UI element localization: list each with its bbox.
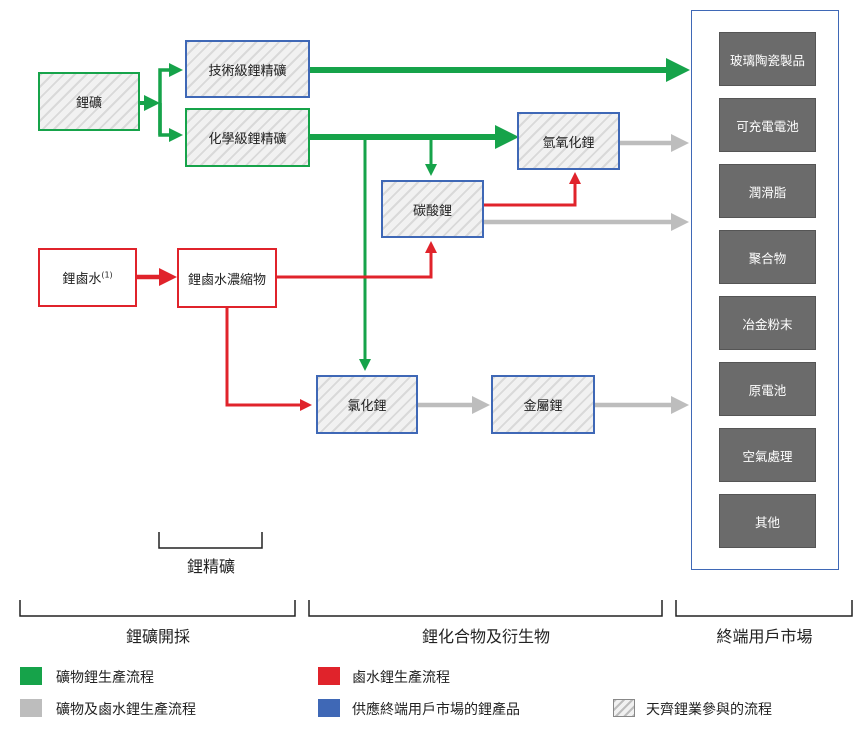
market-grease: 潤滑脂 <box>719 164 816 218</box>
node-chem-grade-concentrate: 化學級鋰精礦 <box>185 108 310 167</box>
bracket-concentrate <box>158 532 263 549</box>
market-rechargeable-batteries: 可充電電池 <box>719 98 816 152</box>
market-glass-ceramics: 玻璃陶瓷製品 <box>719 32 816 86</box>
node-lithium-hydroxide-label: 氫氧化鋰 <box>542 135 595 151</box>
legend-gray-label: 礦物及鹵水鋰生產流程 <box>56 702 196 718</box>
node-lithium-ore-label: 鋰礦 <box>75 96 102 111</box>
market-primary-batteries: 原電池 <box>719 362 816 416</box>
legend-red-label: 鹵水鋰生產流程 <box>352 670 450 686</box>
bracket-mining <box>19 600 296 617</box>
node-tech-grade-concentrate-label: 技術級鋰精礦 <box>208 63 287 79</box>
legend-hatch-swatch <box>613 699 635 717</box>
legend-hatch-label: 天齊鋰業參與的流程 <box>646 702 772 718</box>
bracket-mining-label: 鋰礦開採 <box>125 627 190 646</box>
node-brine-concentrate-label: 鋰鹵水濃縮物 <box>187 272 266 288</box>
market-polymers: 聚合物 <box>719 230 816 284</box>
legend-green-swatch <box>20 667 42 685</box>
legend-gray-swatch <box>20 699 42 717</box>
node-lithium-ore: 鋰礦 <box>38 72 140 131</box>
arrow-carbonate-to-hydroxide <box>484 172 581 207</box>
node-chem-grade-concentrate-label: 化學級鋰精礦 <box>208 132 287 147</box>
market-other: 其他 <box>719 494 816 548</box>
arrow-split-to-chem <box>158 103 183 142</box>
node-lithium-chloride-label: 氯化鋰 <box>347 399 387 414</box>
bracket-market-label: 終端用戶市場 <box>716 627 813 646</box>
node-tech-grade-concentrate: 技術級鋰精礦 <box>185 40 310 98</box>
market-air-treatment: 空氣處理 <box>719 428 816 482</box>
bracket-concentrate-label: 鋰精礦 <box>186 557 235 576</box>
node-brine-concentrate: 鋰鹵水濃縮物 <box>177 248 277 308</box>
arrow-conc-to-chloride <box>225 308 312 411</box>
node-lithium-carbonate-label: 碳酸鋰 <box>412 203 452 219</box>
arrow-conc-to-carbonate <box>277 241 437 279</box>
node-lithium-brine: 鋰鹵水(1) <box>38 248 137 307</box>
bracket-compounds <box>308 600 663 617</box>
end-user-market-panel <box>691 10 839 570</box>
legend-blue-swatch <box>318 699 340 717</box>
bracket-compounds-label: 鋰化合物及衍生物 <box>421 627 550 646</box>
arrow-split-to-tech <box>158 63 183 135</box>
market-metallurgical-powder: 冶金粉末 <box>719 296 816 350</box>
node-lithium-metal: 金屬鋰 <box>491 375 595 434</box>
node-lithium-brine-label: 鋰鹵水(1) <box>62 270 113 287</box>
node-lithium-hydroxide: 氫氧化鋰 <box>517 112 620 170</box>
node-lithium-carbonate: 碳酸鋰 <box>381 180 484 238</box>
node-lithium-metal-label: 金屬鋰 <box>523 399 563 414</box>
node-lithium-chloride: 氯化鋰 <box>316 375 418 434</box>
legend-green-label: 礦物鋰生產流程 <box>56 670 154 686</box>
legend-red-swatch <box>318 667 340 685</box>
bracket-market <box>675 600 853 617</box>
legend-blue-label: 供應終端用戶市場的鋰產品 <box>352 702 520 718</box>
